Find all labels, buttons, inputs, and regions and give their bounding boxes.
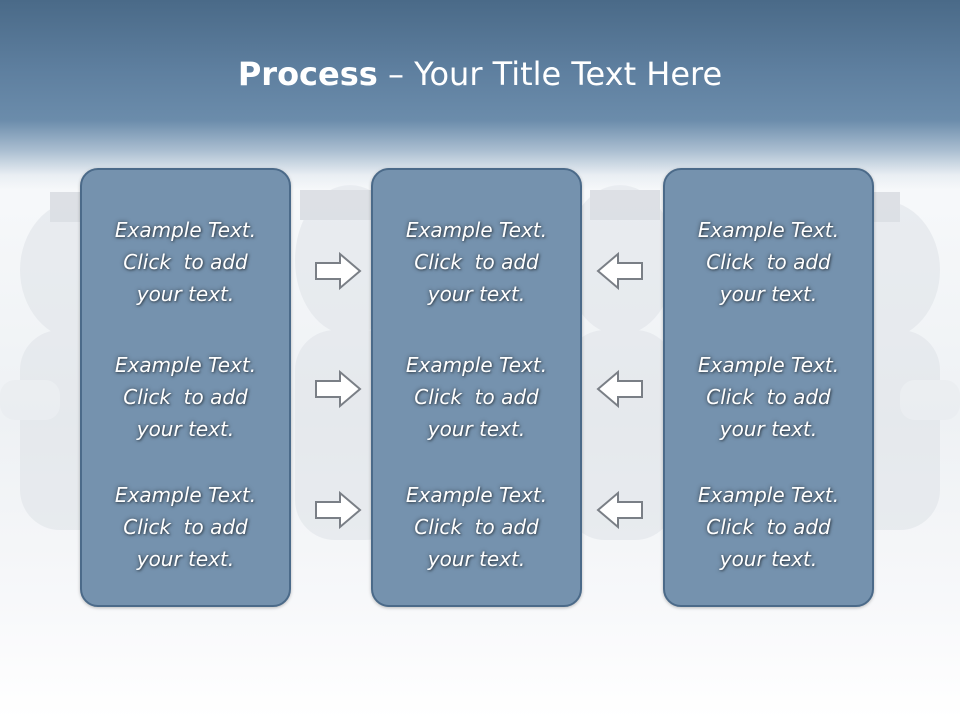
- text-line: Example Text.: [405, 218, 548, 242]
- right-arrow-icon: [315, 490, 362, 530]
- text-placeholder[interactable]: Example Text. Click to add your text.: [665, 479, 872, 575]
- text-line: your text.: [427, 417, 526, 441]
- text-line: Click to add: [414, 250, 539, 274]
- process-box-left[interactable]: Example Text. Click to add your text. Ex…: [80, 168, 291, 607]
- text-line: your text.: [136, 547, 235, 571]
- text-line: Click to add: [414, 385, 539, 409]
- text-line: Example Text.: [697, 218, 840, 242]
- text-line: Example Text.: [114, 483, 257, 507]
- text-placeholder[interactable]: Example Text. Click to add your text.: [373, 349, 580, 445]
- process-box-center[interactable]: Example Text. Click to add your text. Ex…: [371, 168, 582, 607]
- text-line: Click to add: [706, 250, 831, 274]
- text-line: Example Text.: [697, 353, 840, 377]
- text-line: your text.: [719, 282, 818, 306]
- text-placeholder[interactable]: Example Text. Click to add your text.: [373, 214, 580, 310]
- title-bar: [0, 0, 960, 190]
- title-bold: Process: [237, 55, 378, 93]
- text-line: your text.: [136, 282, 235, 306]
- left-arrow-icon: [596, 369, 643, 409]
- left-arrow-icon: [596, 251, 643, 291]
- text-line: Click to add: [706, 385, 831, 409]
- text-line: your text.: [719, 417, 818, 441]
- right-arrow-icon: [315, 251, 362, 291]
- title-rest: – Your Title Text Here: [377, 55, 723, 93]
- text-line: Click to add: [123, 385, 248, 409]
- process-box-right[interactable]: Example Text. Click to add your text. Ex…: [663, 168, 874, 607]
- text-line: Example Text.: [405, 483, 548, 507]
- text-line: Example Text.: [114, 353, 257, 377]
- text-placeholder[interactable]: Example Text. Click to add your text.: [82, 214, 289, 310]
- text-line: Click to add: [414, 515, 539, 539]
- text-line: Click to add: [123, 250, 248, 274]
- text-line: Example Text.: [405, 353, 548, 377]
- text-line: your text.: [427, 547, 526, 571]
- text-line: Click to add: [123, 515, 248, 539]
- text-line: Example Text.: [697, 483, 840, 507]
- left-arrow-icon: [596, 490, 643, 530]
- text-placeholder[interactable]: Example Text. Click to add your text.: [82, 349, 289, 445]
- text-line: your text.: [719, 547, 818, 571]
- text-line: your text.: [136, 417, 235, 441]
- slide-title[interactable]: Process – Your Title Text Here: [0, 52, 960, 96]
- text-placeholder[interactable]: Example Text. Click to add your text.: [665, 214, 872, 310]
- text-line: Example Text.: [114, 218, 257, 242]
- text-line: your text.: [427, 282, 526, 306]
- text-line: Click to add: [706, 515, 831, 539]
- text-placeholder[interactable]: Example Text. Click to add your text.: [665, 349, 872, 445]
- right-arrow-icon: [315, 369, 362, 409]
- text-placeholder[interactable]: Example Text. Click to add your text.: [373, 479, 580, 575]
- text-placeholder[interactable]: Example Text. Click to add your text.: [82, 479, 289, 575]
